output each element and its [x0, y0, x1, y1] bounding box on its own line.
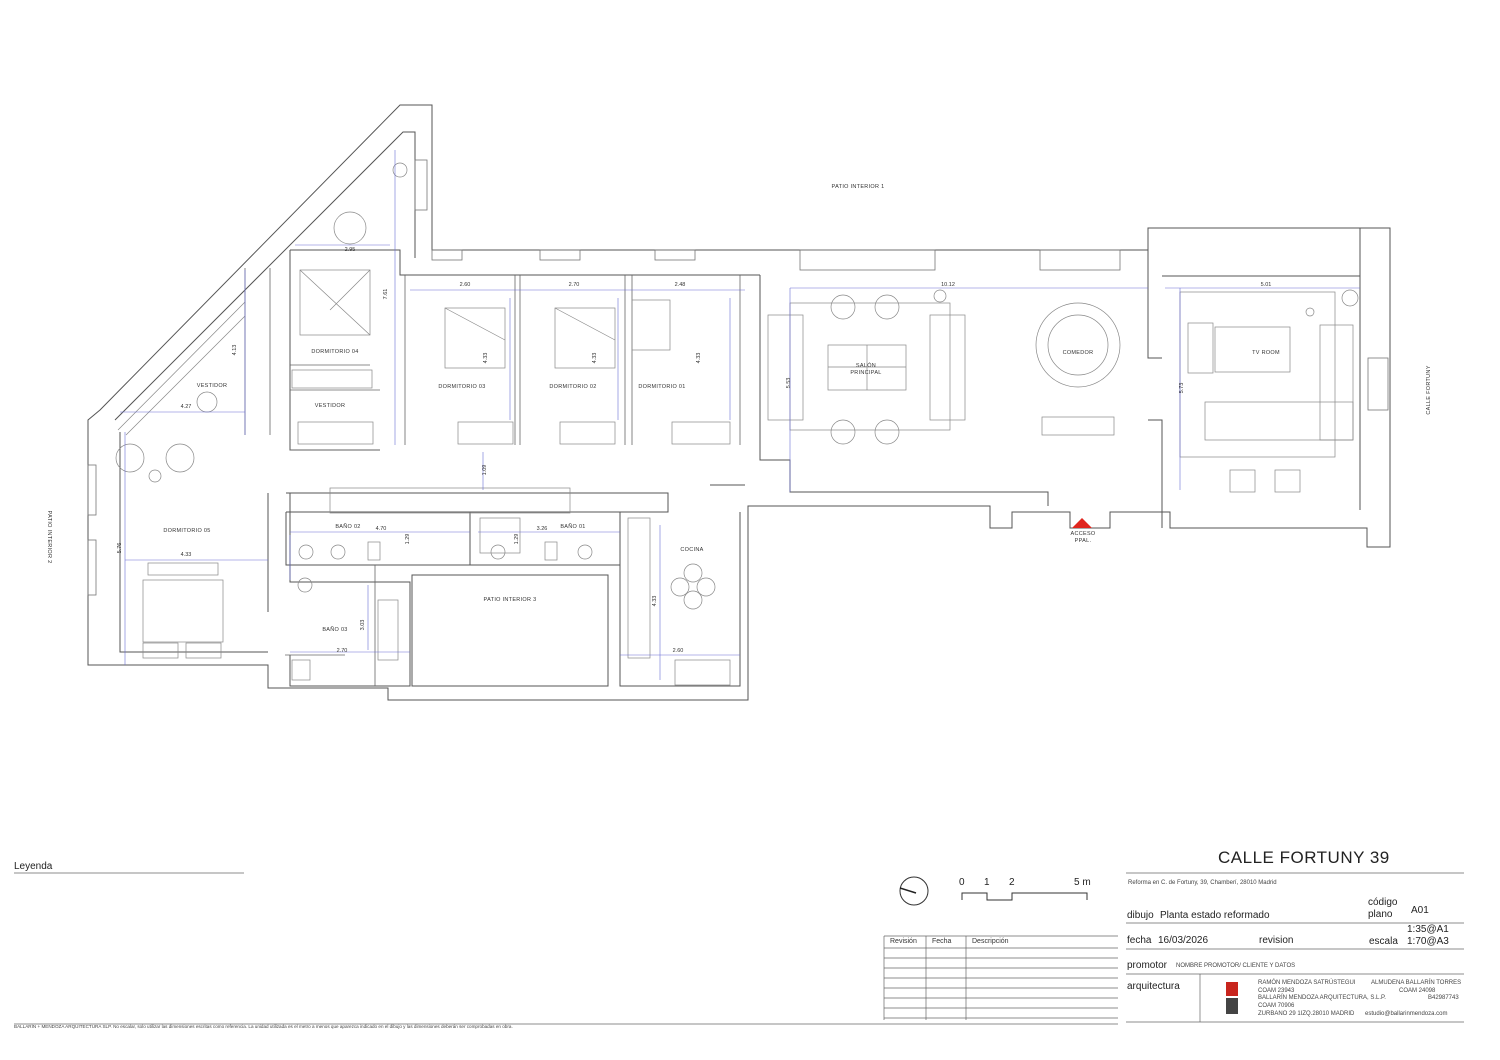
fecha-label: fecha: [1127, 935, 1152, 946]
windows: [87, 159, 1389, 596]
title-block-lines: [14, 872, 1464, 1025]
dim-label: 4.33: [652, 596, 658, 607]
label-patio-interior-1: PATIO INTERIOR 1: [832, 184, 885, 190]
label-acceso-1: ACCESO: [1070, 531, 1095, 537]
firm-cif: B42987743: [1428, 995, 1459, 1001]
architect-1-name: RAMÓN MENDOZA SATRÚSTEGUI: [1258, 980, 1356, 986]
dim-label: 2.60: [673, 648, 684, 654]
scale-tick-2: 2: [1009, 877, 1015, 888]
architect-1-coam: COAM 23943: [1258, 988, 1295, 994]
label-tv-room: TV ROOM: [1252, 350, 1280, 356]
label-dormitorio-01: DORMITORIO 01: [638, 384, 685, 390]
partitions: [244, 268, 741, 686]
dibujo-value: Planta estado reformado: [1160, 910, 1270, 921]
arquitectura-label: arquitectura: [1127, 981, 1180, 992]
dim-label: 2.60: [460, 282, 471, 288]
label-salon-2: PRINCIPAL: [850, 370, 881, 376]
dim-label: 5.53: [786, 378, 792, 389]
dim-label: 2.48: [675, 282, 686, 288]
label-bano-02: BAÑO 02: [335, 523, 360, 530]
outer-walls: [87, 104, 1391, 701]
label-vestidor-b: VESTIDOR: [315, 403, 346, 409]
plano-label: plano: [1368, 909, 1393, 920]
label-bano-01: BAÑO 01: [560, 523, 585, 530]
furniture: [115, 162, 1359, 686]
label-cocina: COCINA: [680, 547, 703, 553]
label-dormitorio-03: DORMITORIO 03: [438, 384, 485, 390]
room-labels: PATIO INTERIOR 1 DORMITORIO 04 VESTIDOR …: [46, 184, 1432, 633]
project-title: CALLE FORTUNY 39: [1218, 848, 1390, 867]
escala-value-a1: 1:35@A1: [1407, 924, 1449, 935]
dim-label: 7.61: [383, 289, 389, 300]
label-dormitorio-04: DORMITORIO 04: [311, 349, 358, 355]
dim-label: 5.73: [1179, 383, 1185, 394]
firm-name: BALLARÍN MENDOZA ARQUITECTURA, S.L.P.: [1258, 995, 1386, 1001]
dim-label: 4.33: [181, 552, 192, 558]
label-vestidor-a: VESTIDOR: [197, 383, 228, 389]
revision-col-revision: Revisión: [890, 938, 917, 945]
dim-label: 3.03: [360, 620, 366, 631]
north-arrow-icon: [899, 876, 929, 906]
label-calle-fortuny: CALLE FORTUNY: [1426, 365, 1432, 414]
dim-label: 4.13: [232, 345, 238, 356]
dim-label: 2.95: [345, 247, 356, 253]
dim-label: 4.27: [181, 404, 192, 410]
scale-tick-1: 1: [984, 877, 990, 888]
label-patio-interior-2: PATIO INTERIOR 2: [46, 511, 52, 564]
dim-label: 5.76: [117, 543, 123, 554]
dim-label: 10.12: [941, 282, 955, 288]
dim-label: 4.33: [483, 353, 489, 364]
label-patio-interior-3: PATIO INTERIOR 3: [484, 597, 537, 603]
dim-label: 4.70: [376, 526, 387, 532]
firm-coam: COAM 70906: [1258, 1003, 1295, 1009]
escala-label: escala: [1369, 936, 1398, 947]
dim-label: 4.33: [696, 353, 702, 364]
escala-value-a3: 1:70@A3: [1407, 936, 1449, 947]
firm-logo: [1226, 982, 1238, 1014]
revision-col-descripcion: Descripción: [972, 938, 1009, 945]
dim-label: 1.29: [514, 534, 520, 545]
dim-label: 3.26: [537, 526, 548, 532]
label-comedor: COMEDOR: [1063, 350, 1094, 356]
architect-2-name: ALMUDENA BALLARÍN TORRES: [1371, 980, 1462, 986]
legend-title: Leyenda: [14, 861, 53, 872]
project-subtitle: Reforma en C. de Fortuny, 39, Chamberí, …: [1128, 880, 1277, 886]
codigo-value: A01: [1411, 905, 1429, 916]
dim-label: 5.01: [1261, 282, 1272, 288]
dibujo-label: dibujo: [1127, 910, 1154, 921]
dim-label: 1.29: [405, 534, 411, 545]
firm-address: ZURBANO 29 1IZQ.28010 MADRID: [1258, 1011, 1355, 1017]
architect-2-coam: COAM 24098: [1399, 988, 1436, 994]
label-bano-03: BAÑO 03: [322, 626, 347, 633]
label-salon-1: SALÓN: [856, 362, 876, 369]
dim-label: 1.09: [482, 465, 488, 476]
label-dormitorio-02: DORMITORIO 02: [549, 384, 596, 390]
scale-tick-0: 0: [959, 877, 965, 888]
revision-col-fecha: Fecha: [932, 938, 952, 945]
scale-bar: [961, 892, 1088, 901]
footer-disclaimer: BALLARÍN + MENDOZA ARQUITECTURA SLP. No …: [14, 1024, 513, 1029]
scale-tick-5: 5 m: [1074, 877, 1091, 888]
codigo-label: código: [1368, 897, 1398, 908]
promotor-label: promotor: [1127, 960, 1168, 971]
dim-label: 2.70: [569, 282, 580, 288]
revision-label: revision: [1259, 935, 1294, 946]
firm-email: estudio@ballarinmendoza.com: [1365, 1011, 1448, 1017]
main-access-marker: [1072, 518, 1092, 528]
fecha-value: 16/03/2026: [1158, 935, 1209, 946]
dimension-lines: [120, 150, 1360, 680]
dim-label: 2.70: [337, 648, 348, 654]
dim-label: 4.33: [592, 353, 598, 364]
promotor-value: NOMBRE PROMOTOR/ CLIENTE Y DATOS: [1176, 963, 1296, 969]
dimension-labels: 2.95 7.61 4.13 4.27 2.60 2.70 2.48 10.12…: [117, 247, 1271, 654]
label-acceso-2: PPAL.: [1075, 538, 1092, 544]
label-dormitorio-05: DORMITORIO 05: [163, 528, 210, 534]
